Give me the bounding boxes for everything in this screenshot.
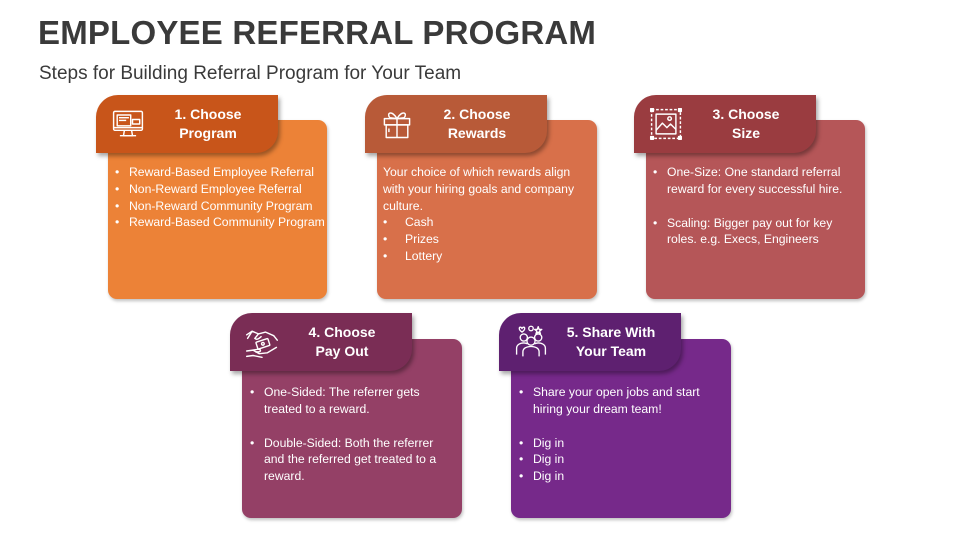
step-1-body: Reward-Based Employee Referral Non-Rewar…	[115, 164, 325, 231]
step-3-title-line1: 3. Choose	[712, 106, 780, 122]
step-2-title-line2: Rewards	[447, 125, 507, 141]
step-4-title-line2: Pay Out	[315, 343, 369, 359]
team-people-icon	[511, 322, 551, 362]
resize-image-icon	[646, 104, 686, 144]
list-item: Dig in	[519, 451, 724, 468]
step-2-header-tab: 2. Choose Rewards	[365, 95, 547, 153]
list-item: Double-Sided: Both the referrer and the …	[250, 435, 455, 485]
list-item: One-Size: One standard referral reward f…	[653, 164, 858, 198]
computer-monitor-icon	[108, 104, 148, 144]
list-item: Non-Reward Community Program	[115, 198, 325, 215]
step-1-title-line1: 1. Choose	[174, 106, 242, 122]
list-item: Share your open jobs and start hiring yo…	[519, 384, 724, 418]
handshake-money-icon	[242, 322, 282, 362]
step-5-title-line2: Your Team	[575, 343, 647, 359]
list-item: Scaling: Bigger pay out for key roles. e…	[653, 215, 858, 249]
list-item: Prizes	[383, 231, 593, 248]
page-title: EMPLOYEE REFERRAL PROGRAM	[38, 14, 597, 51]
step-2-title: 2. Choose Rewards	[417, 105, 547, 143]
step-3-header-tab: 3. Choose Size	[634, 95, 816, 153]
step-1-title: 1. Choose Program	[148, 105, 278, 143]
list-item: Dig in	[519, 468, 724, 485]
step-5-title-line1: 5. Share With	[566, 324, 656, 340]
list-item: Lottery	[383, 248, 593, 265]
step-4-header-tab: 4. Choose Pay Out	[230, 313, 412, 371]
step-2-intro: Your choice of which rewards align with …	[383, 165, 575, 213]
step-3-title-line2: Size	[731, 125, 760, 141]
step-1-header-tab: 1. Choose Program	[96, 95, 278, 153]
step-3-title: 3. Choose Size	[686, 105, 816, 143]
list-item: One-Sided: The referrer gets treated to …	[250, 384, 455, 418]
gift-box-icon	[377, 104, 417, 144]
step-5-title: 5. Share With Your Team	[551, 323, 681, 361]
step-4-title: 4. Choose Pay Out	[282, 323, 412, 361]
list-item: Non-Reward Employee Referral	[115, 181, 325, 198]
step-4-body: One-Sided: The referrer gets treated to …	[250, 384, 455, 485]
step-2-body: Your choice of which rewards align with …	[383, 164, 593, 265]
list-item: Dig in	[519, 435, 724, 452]
step-3-body: One-Size: One standard referral reward f…	[653, 164, 858, 248]
page-subtitle: Steps for Building Referral Program for …	[39, 63, 462, 84]
step-5-body: Share your open jobs and start hiring yo…	[519, 384, 724, 485]
step-1-title-line2: Program	[179, 125, 237, 141]
list-item: Reward-Based Community Program	[115, 214, 325, 231]
list-item: Reward-Based Employee Referral	[115, 164, 325, 181]
step-2-title-line1: 2. Choose	[443, 106, 511, 122]
list-item: Cash	[383, 214, 593, 231]
step-5-header-tab: 5. Share With Your Team	[499, 313, 681, 371]
step-4-title-line1: 4. Choose	[308, 324, 376, 340]
